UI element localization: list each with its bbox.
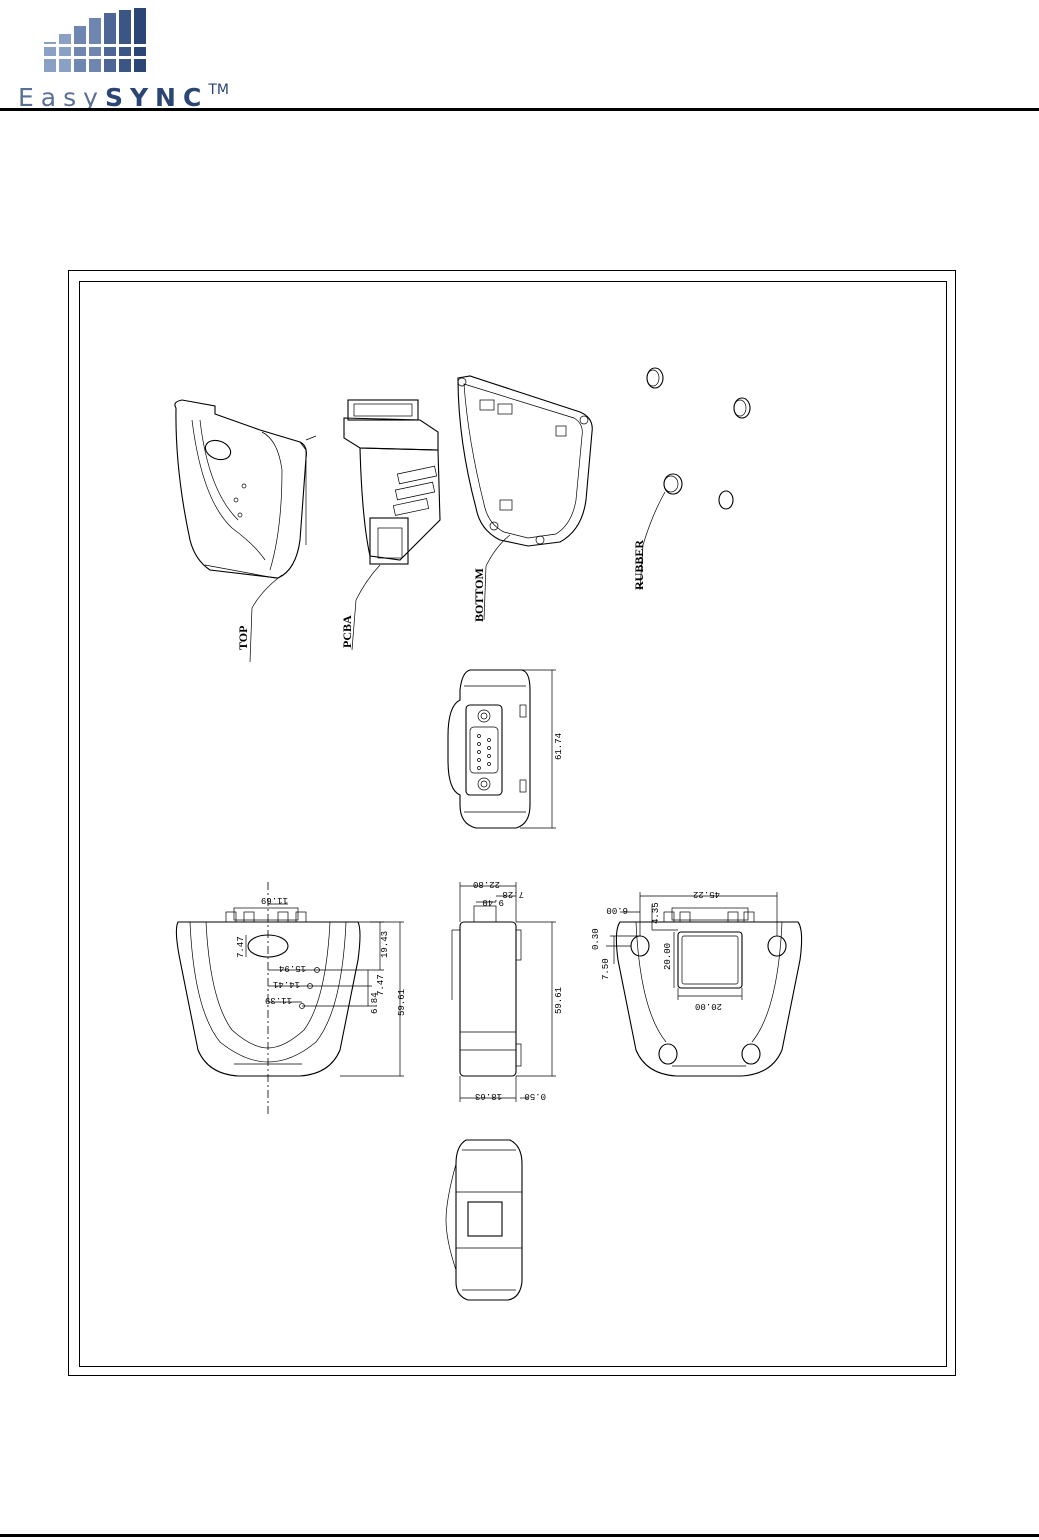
- rubber-feet-isometric: [646, 367, 751, 510]
- dim-front-0: 11.69: [261, 895, 288, 905]
- footer-rule: [0, 1534, 1039, 1537]
- side-view: [451, 905, 522, 1077]
- dim-side-4: 18.63: [475, 1091, 502, 1101]
- dim-side-2: 9.40: [482, 897, 504, 907]
- dim-front-5: 7.47: [376, 974, 386, 996]
- pcba-isometric: [343, 399, 441, 565]
- dim-back-3: 0.30: [591, 928, 601, 950]
- logo-trademark: TM: [208, 82, 229, 98]
- dim-front-2: 15.94: [279, 963, 306, 973]
- dim-side-0: 22.80: [473, 879, 500, 889]
- dim-side-3: 59.61: [554, 987, 564, 1014]
- dim-side-1: 7.28: [502, 889, 524, 899]
- label-rubber: RUBBER: [632, 540, 646, 590]
- dim-back-1: 4.35: [651, 902, 661, 924]
- side-view-dimension-lines: [459, 882, 556, 1102]
- front-view-dimension-lines: [245, 903, 404, 1077]
- logo-word-easy: Easy: [18, 83, 105, 112]
- label-pcba: PCBA: [340, 615, 354, 648]
- top-shell-isometric: [174, 399, 317, 579]
- dim-back-0: 6.00: [606, 905, 628, 915]
- back-view: [615, 907, 803, 1077]
- logo-wordmark: EasySYNCTM: [18, 82, 229, 112]
- dim-front-7: 6.84: [370, 992, 380, 1014]
- part-labels: TOP PCBA BOTTOM RUBBER: [236, 540, 646, 650]
- dim-front-1: 7.47: [236, 936, 246, 958]
- end-view-connector: [447, 669, 531, 829]
- dim-front-6: 19.43: [380, 931, 390, 958]
- logo-bars-graphic: [44, 8, 156, 72]
- back-view-dimensions: 6.00 4.35 45.22 0.30 20.00 7.50 20.00: [591, 889, 722, 1011]
- front-view-dimensions: 11.69 7.47 15.94 14.41 11.39 7.47 19.43 …: [236, 895, 407, 1016]
- side-view-dimensions: 22.80 7.28 9.40 59.61 18.63 0.50: [473, 879, 564, 1101]
- dim-front-4: 11.39: [265, 995, 292, 1005]
- dim-side-5: 0.50: [524, 1091, 546, 1101]
- header-rule: [0, 108, 1039, 111]
- dim-back-5: 7.50: [601, 958, 611, 980]
- label-top: TOP: [236, 626, 250, 650]
- front-view: [175, 882, 361, 1115]
- label-bottom: BOTTOM: [472, 568, 486, 622]
- drawing-frame-inner: [79, 281, 947, 1367]
- dim-end-view-height: 61.74: [554, 733, 564, 760]
- back-view-dimension-lines: [606, 892, 778, 1000]
- easysync-logo: EasySYNCTM: [18, 8, 229, 112]
- dim-front-3: 14.41: [273, 979, 300, 989]
- dim-front-8: 59.61: [397, 989, 407, 1016]
- bottom-shell-isometric: [457, 375, 593, 547]
- logo-word-sync: SYNC: [104, 83, 209, 112]
- dim-back-2: 45.22: [693, 889, 720, 899]
- rear-end-view: [445, 1139, 523, 1301]
- end-view-dimension-lines: [520, 669, 556, 829]
- dim-back-4: 20.00: [663, 943, 673, 970]
- dim-back-6: 20.00: [695, 1001, 722, 1011]
- drawing-frame-outer: [68, 270, 956, 1376]
